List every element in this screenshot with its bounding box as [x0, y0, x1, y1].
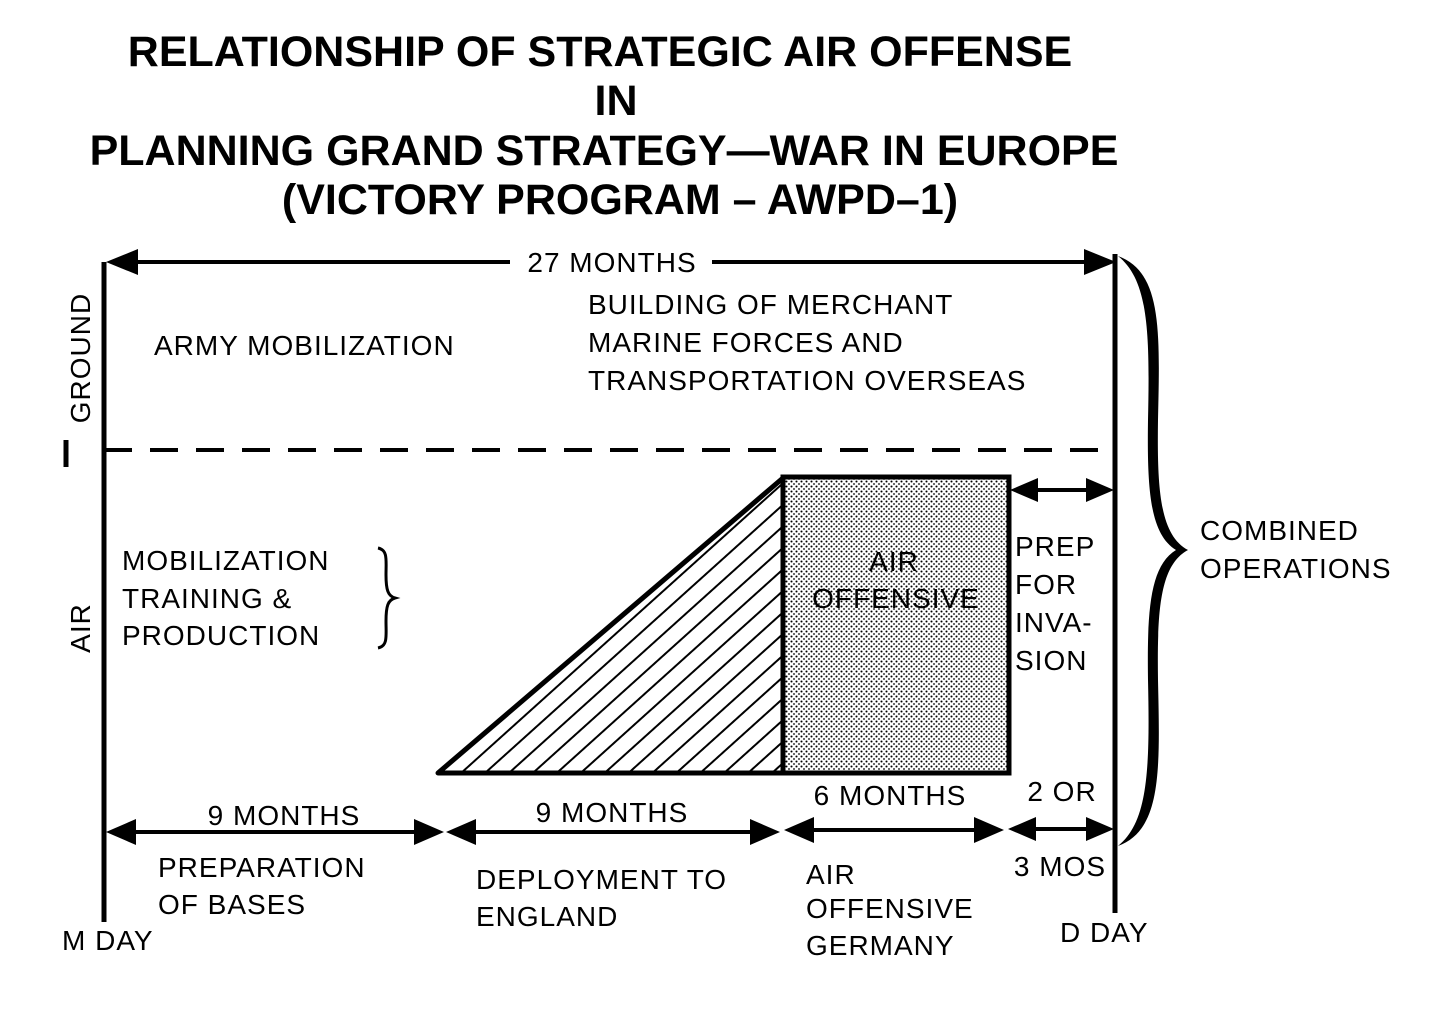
air-row-label: AIR: [65, 603, 96, 653]
arrowhead-right: [974, 817, 1004, 843]
arrowhead-left: [106, 819, 136, 845]
prep-line-2: FOR: [1015, 569, 1077, 600]
mobilization-training-label: MOBILIZATION TRAINING & PRODUCTION: [122, 545, 330, 651]
arrowhead-left: [106, 249, 138, 275]
small-brace: [377, 546, 401, 650]
prep-line-3: INVA-: [1015, 607, 1093, 638]
ground-row-label: GROUND: [65, 293, 96, 423]
arrowhead-right: [1086, 478, 1114, 502]
title-line-2: IN: [595, 77, 638, 125]
title-line-4: (VICTORY PROGRAM – AWPD–1): [282, 176, 958, 224]
merchant-marine-label: BUILDING OF MERCHANT MARINE FORCES AND T…: [588, 289, 1026, 396]
prep-for-invasion-label: PREP FOR INVA- SION: [1015, 531, 1095, 676]
air-offensive-block: [780, 474, 1012, 776]
arrowhead-left: [1008, 817, 1036, 841]
m-day-label: M DAY: [62, 925, 154, 956]
title-line-3: PLANNING GRAND STRATEGY—WAR IN EUROPE: [90, 127, 1119, 175]
arrowhead-right: [414, 819, 444, 845]
total-span-arrow: [106, 249, 1116, 275]
large-brace: [1118, 256, 1188, 846]
mobilization-line-2: TRAINING &: [122, 583, 292, 614]
phase-2-duration: 9 MONTHS: [536, 797, 689, 828]
phase-3-desc-line-3: GERMANY: [806, 930, 955, 961]
air-offensive-text-backdrop: [800, 545, 992, 617]
mobilization-line-3: PRODUCTION: [122, 620, 320, 651]
arrowhead-right: [1086, 817, 1114, 841]
air-offensive-line-2: OFFENSIVE: [812, 583, 980, 614]
phase-3-desc-line-1: AIR: [806, 859, 856, 890]
arrowhead-right: [750, 819, 780, 845]
phase-4-duration-top: 2 OR: [1027, 776, 1096, 807]
phase-3-duration: 6 MONTHS: [814, 780, 967, 811]
deployment-ramp: [435, 475, 786, 776]
arrowhead-right: [1084, 249, 1116, 275]
mobilization-line-1: MOBILIZATION: [122, 545, 330, 576]
total-span-label: 27 MONTHS: [527, 247, 696, 278]
combined-line-1: COMBINED: [1200, 515, 1359, 546]
phase-1-desc-line-1: PREPARATION: [158, 852, 366, 883]
phase-2-desc-line-1: DEPLOYMENT TO: [476, 864, 727, 895]
arrowhead-left: [784, 817, 814, 843]
diagram-title: RELATIONSHIP OF STRATEGIC AIR OFFENSE IN…: [90, 28, 1119, 224]
arrowhead-left: [1010, 478, 1038, 502]
phase-2-arrow: [446, 819, 780, 845]
phase-4-duration-bottom: 3 MOS: [1014, 851, 1106, 882]
prep-line-4: SION: [1015, 645, 1087, 676]
title-line-1: RELATIONSHIP OF STRATEGIC AIR OFFENSE: [128, 28, 1072, 76]
phase-2-desc-line-2: ENGLAND: [476, 901, 618, 932]
phase-3-arrow: [784, 817, 1004, 843]
combined-line-2: OPERATIONS: [1200, 553, 1392, 584]
combined-operations-label: COMBINED OPERATIONS: [1200, 515, 1392, 584]
arrowhead-left: [446, 819, 476, 845]
d-day-label: D DAY: [1060, 917, 1149, 948]
merchant-line-1: BUILDING OF MERCHANT: [588, 289, 953, 320]
army-mobilization-label: ARMY MOBILIZATION: [154, 330, 455, 361]
phase-1-duration: 9 MONTHS: [208, 800, 361, 831]
air-offensive-line-1: AIR: [869, 546, 919, 577]
phase-4-arrow: [1008, 817, 1114, 841]
prep-arrow: [1010, 478, 1114, 502]
merchant-line-3: TRANSPORTATION OVERSEAS: [588, 365, 1026, 396]
phase-1-arrow: [106, 819, 444, 845]
phase-3-desc-line-2: OFFENSIVE: [806, 893, 974, 924]
phase-1-desc-line-2: OF BASES: [158, 889, 306, 920]
merchant-line-2: MARINE FORCES AND: [588, 327, 904, 358]
prep-line-1: PREP: [1015, 531, 1095, 562]
